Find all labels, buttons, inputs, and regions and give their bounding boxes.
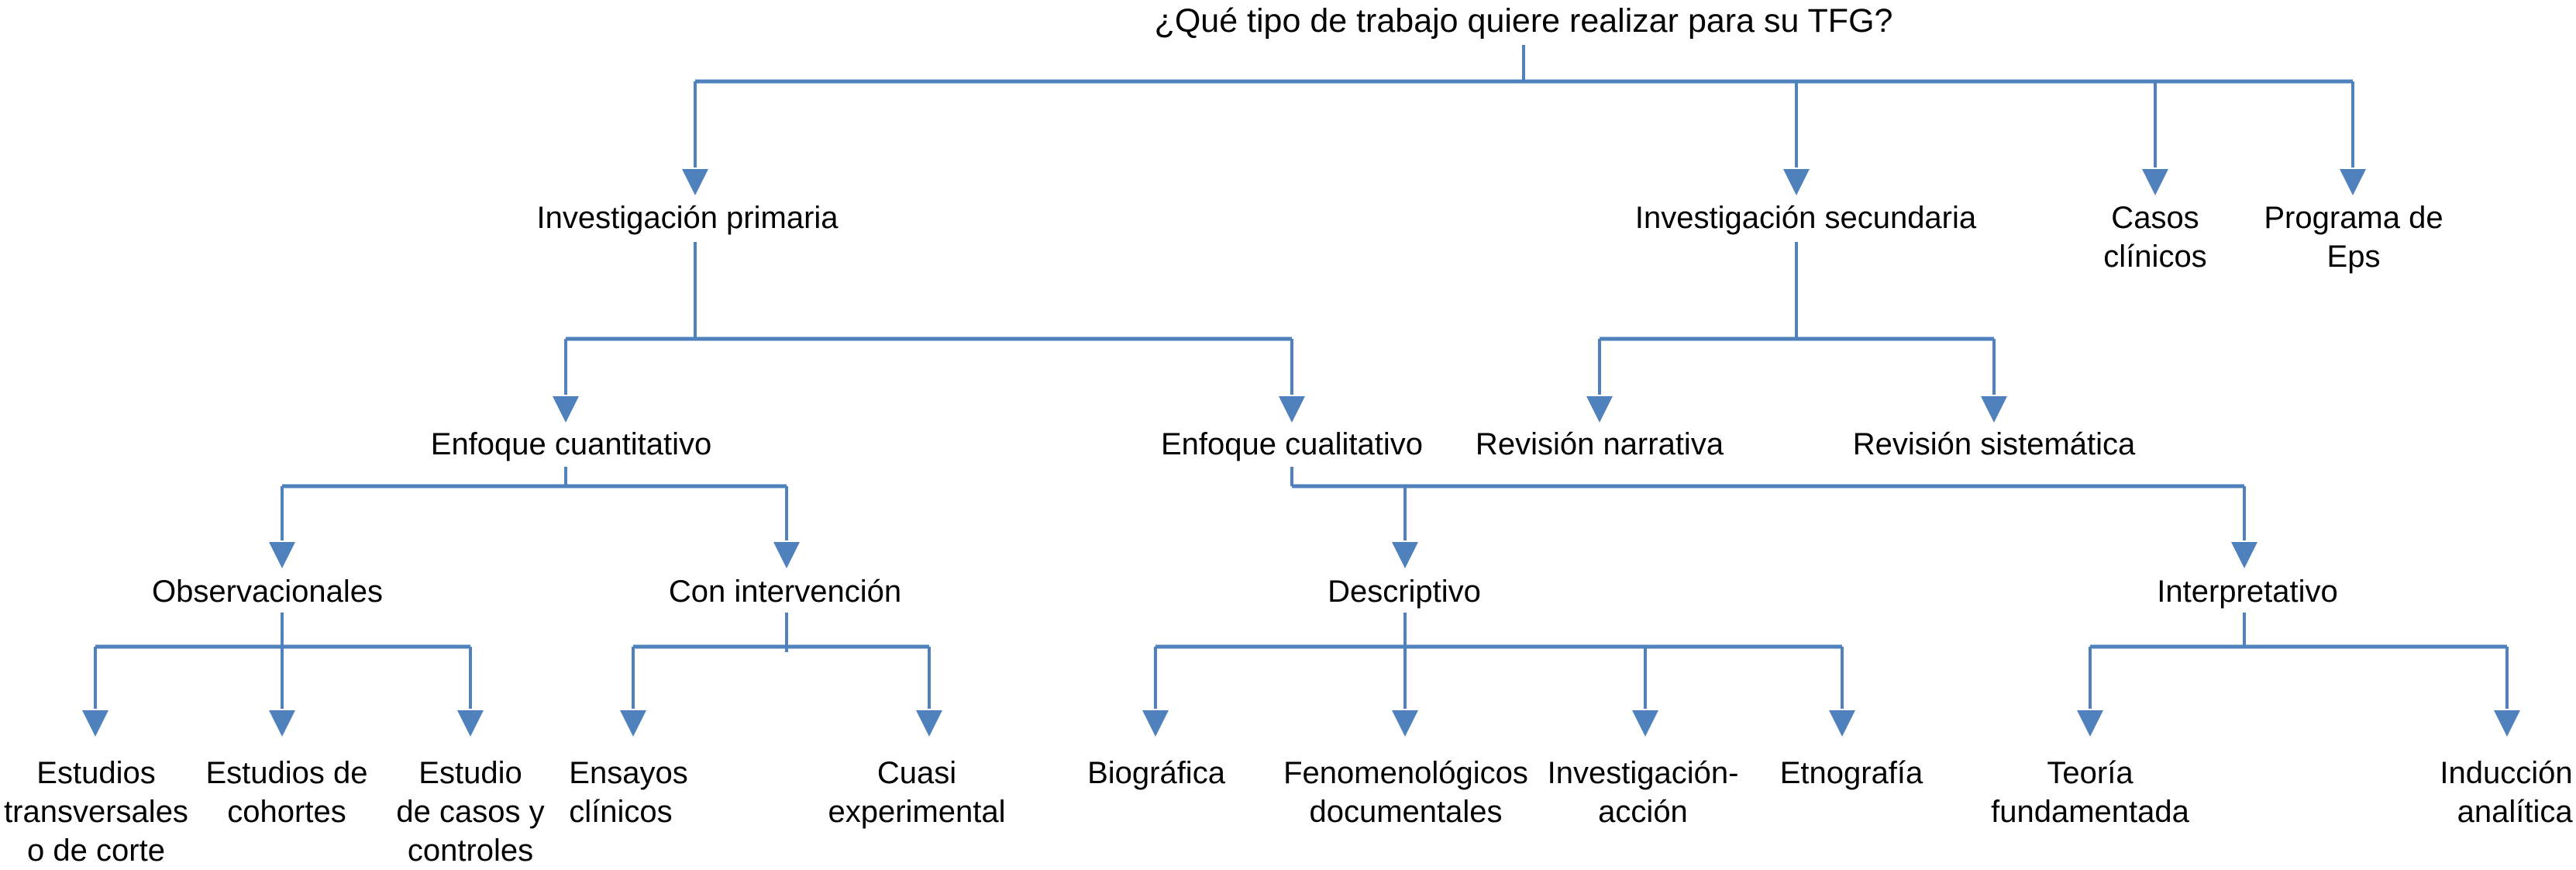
edge-arrow-enfoque-cualitativo <box>1279 339 1305 423</box>
node-fenomenologicos-documentales: Fenomenológicos documentales <box>1283 756 1528 829</box>
node-programa-eps: Programa de Eps <box>2264 201 2443 274</box>
node-casos-clinicos: Casos clínicos <box>2103 201 2207 274</box>
node-teoria-fundamentada: Teoría fundamentada <box>1991 756 2189 829</box>
edge-arrow-revision-sistematica <box>1981 339 2007 423</box>
node-revision-sistematica: Revisión sistemática <box>1852 427 2136 461</box>
edge-arrow-interpretativo <box>2231 486 2257 568</box>
edge-arrow-investigacion-accion <box>1632 647 1658 737</box>
node-estudios-cohortes: Estudios de cohortes <box>205 756 368 829</box>
node-ensayos-clinicos: Ensayos clínicos <box>569 756 688 829</box>
node-biografica: Biográfica <box>1087 756 1225 790</box>
node-induccion-analitica: Inducción analítica <box>2440 756 2573 829</box>
edge-arrow-ensayos-clinicos <box>620 647 646 737</box>
edge-arrow-revision-narrativa <box>1586 339 1613 423</box>
node-investigacion-accion: Investigación- acción <box>1547 756 1739 829</box>
node-revision-narrativa: Revisión narrativa <box>1475 427 1724 461</box>
edge-arrow-estudio-casos <box>457 647 484 737</box>
node-etnografia: Etnografía <box>1779 756 1923 790</box>
node-estudio-casos-controles: Estudio de casos y controles <box>396 756 545 868</box>
edge-arrow-estudios-transversales <box>82 647 108 737</box>
edge-arrow-descriptivo <box>1392 486 1418 568</box>
edge-arrow-observacionales <box>269 486 295 568</box>
edge-arrow-teoria-fundamentada <box>2077 647 2103 737</box>
node-enfoque-cuantitativo: Enfoque cuantitativo <box>430 427 712 461</box>
edge-arrow-programa-eps <box>2340 81 2366 195</box>
node-enfoque-cualitativo: Enfoque cualitativo <box>1160 427 1424 461</box>
node-investigacion-secundaria: Investigación secundaria <box>1634 201 1977 235</box>
edge-arrow-casos-clinicos <box>2142 81 2168 195</box>
node-descriptivo: Descriptivo <box>1328 575 1481 609</box>
node-interpretativo: Interpretativo <box>2157 575 2338 609</box>
node-estudios-transversales: Estudios transversales o de corte <box>4 756 188 868</box>
edge-arrow-investigacion-secundaria <box>1783 81 1810 195</box>
node-title: ¿Qué tipo de trabajo quiere realizar par… <box>1154 2 1893 40</box>
node-con-intervencion: Con intervención <box>668 575 902 609</box>
edge-arrow-enfoque-cuantitativo <box>553 339 579 423</box>
edge-arrow-biografica <box>1142 647 1169 737</box>
edge-arrow-cuasi-experimental <box>916 647 942 737</box>
edge-arrow-estudios-cohortes <box>269 647 295 737</box>
edge-arrow-induccion-analitica <box>2494 647 2520 737</box>
edge-arrow-fenomenologicos <box>1392 647 1418 737</box>
node-investigacion-primaria: Investigación primaria <box>536 201 839 235</box>
edge-arrow-con-intervencion <box>773 486 800 568</box>
node-observacionales: Observacionales <box>152 575 383 609</box>
node-cuasi-experimental: Cuasi experimental <box>828 756 1006 829</box>
edge-arrow-investigacion-primaria <box>682 81 708 195</box>
edge-arrow-etnografia <box>1829 647 1855 737</box>
